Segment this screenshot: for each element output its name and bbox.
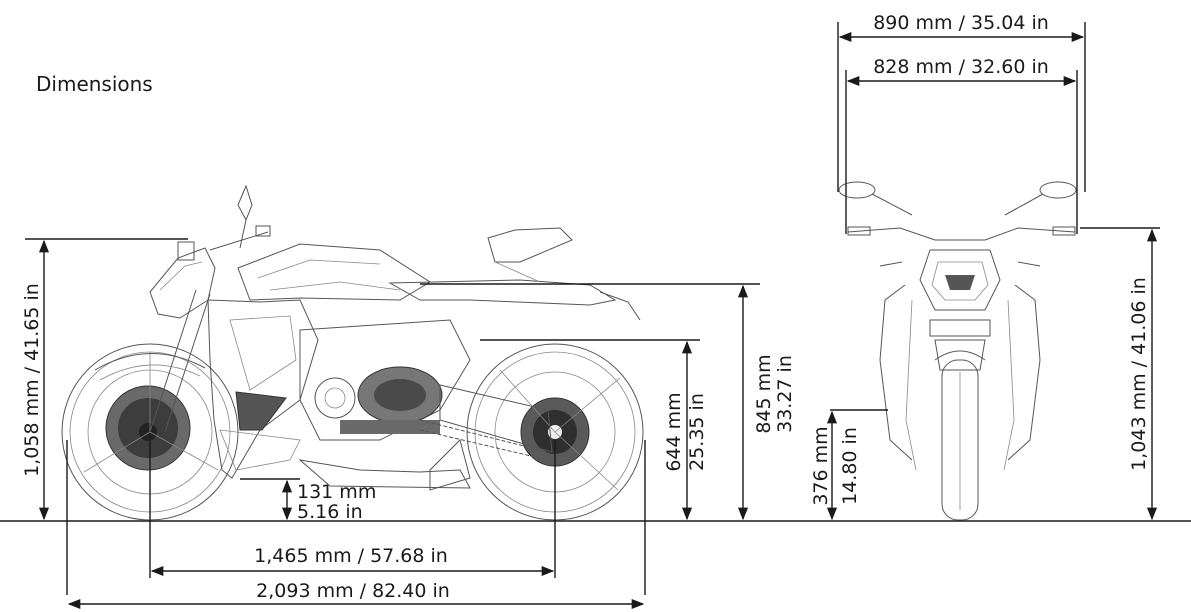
mirror-width-label: 890 mm / 35.04 in bbox=[873, 12, 1049, 34]
ground-clearance-in-label: 5.16 in bbox=[297, 501, 363, 523]
front-fork bbox=[94, 289, 211, 433]
front-view-motorcycle bbox=[838, 181, 1077, 521]
passenger-seat-height-in-label: 25.35 in bbox=[686, 393, 708, 471]
overall-height-front-label: 1,043 mm / 41.06 in bbox=[1128, 277, 1150, 471]
page-title: Dimensions bbox=[36, 72, 153, 96]
wheelbase-label: 1,465 mm / 57.68 in bbox=[254, 545, 448, 567]
headlight bbox=[919, 249, 1001, 311]
overall-length-label: 2,093 mm / 82.40 in bbox=[256, 580, 450, 602]
seat-height-mm-label: 845 mm bbox=[753, 354, 775, 433]
seat-tail bbox=[388, 227, 641, 321]
handlebar-mirror bbox=[209, 184, 271, 251]
handlebar-width-label: 828 mm / 32.60 in bbox=[873, 56, 1049, 78]
seat-height-in-label: 33.27 in bbox=[774, 355, 796, 433]
footpeg-height-mm-label: 376 mm bbox=[810, 426, 832, 505]
overall-height-side-label: 1,058 mm / 41.65 in bbox=[21, 283, 43, 477]
swingarm bbox=[419, 384, 553, 461]
left-mirror bbox=[838, 181, 876, 199]
side-view-motorcycle bbox=[61, 184, 644, 521]
handlebar bbox=[847, 227, 1076, 241]
ground-clearance-mm-label: 131 mm bbox=[297, 481, 376, 503]
exhaust bbox=[429, 439, 471, 491]
right-mirror bbox=[1039, 181, 1077, 199]
engine bbox=[298, 319, 471, 489]
fuel-tank bbox=[237, 243, 431, 301]
front-tyre bbox=[941, 359, 979, 521]
footpeg-height-in-label: 14.80 in bbox=[839, 427, 861, 505]
passenger-seat-height-mm-label: 644 mm bbox=[663, 392, 685, 471]
side-fairing bbox=[207, 299, 319, 479]
headlight-fairing bbox=[149, 241, 216, 319]
